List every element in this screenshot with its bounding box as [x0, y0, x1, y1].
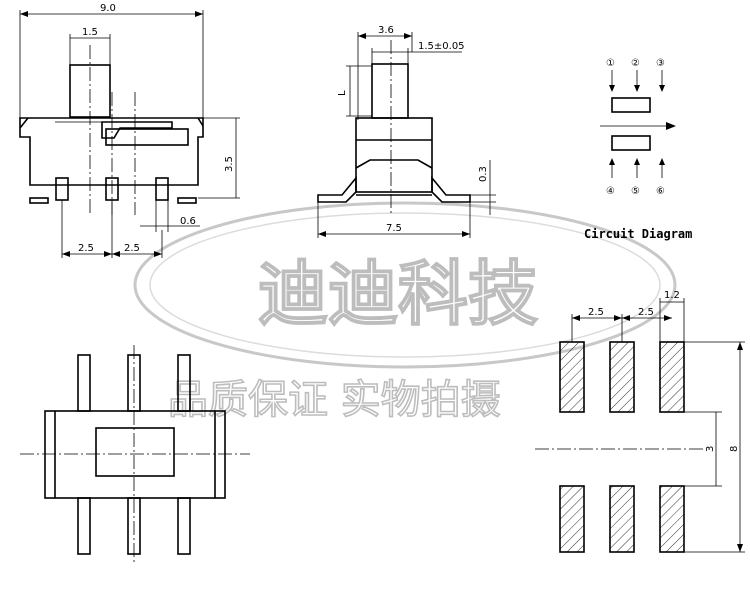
dim-foot-thickness: 0.3 — [478, 166, 489, 182]
dim-pitch-left: 2.5 — [78, 243, 94, 254]
pad-layout: 1.2 2.5 2.5 3 8 — [535, 290, 745, 553]
pin-1-label: ① — [606, 58, 615, 69]
dim-pad-pitch-right: 2.5 — [638, 307, 654, 318]
watermark: 迪迪科技 品质保证 实物拍摄 — [133, 201, 677, 424]
pad — [609, 485, 635, 553]
dim-pitch-right: 2.5 — [124, 243, 140, 254]
bottom-view — [20, 345, 250, 565]
circuit-caption: Circuit Diagram — [584, 227, 692, 241]
side-view: 9.0 1.5 3.5 0.6 — [19, 3, 240, 258]
pad — [609, 341, 635, 413]
dim-terminal-width: 0.6 — [180, 216, 196, 227]
dim-body-height: 3.5 — [224, 156, 235, 172]
dim-end-actuator-height: L — [337, 90, 348, 96]
dim-end-tolerance: 1.5±0.05 — [418, 41, 465, 52]
pad — [659, 341, 685, 413]
circuit-diagram: ① ② ③ ④ ⑤ ⑥ Circuit Diagram — [584, 58, 692, 241]
pad — [559, 485, 585, 553]
pin-2-label: ② — [631, 58, 640, 69]
watermark-ellipse-inner — [149, 212, 661, 358]
dim-pad-pitch-left: 2.5 — [588, 307, 604, 318]
watermark-brand: 迪迪科技 — [258, 253, 538, 335]
pin-5-label: ⑤ — [631, 186, 640, 197]
pad — [659, 485, 685, 553]
watermark-slogan: 品质保证 实物拍摄 — [168, 377, 501, 423]
contact-bottom — [611, 135, 651, 151]
pin-4-label: ④ — [606, 186, 615, 197]
dim-actuator-width: 1.5 — [82, 27, 98, 38]
end-view: 3.6 1.5±0.05 L 0.3 7.5 — [317, 25, 496, 238]
dim-foot-span: 7.5 — [386, 223, 402, 234]
dim-pad-width: 1.2 — [664, 290, 680, 301]
dim-overall-width: 9.0 — [100, 3, 116, 14]
dim-overall-height: 8 — [729, 446, 740, 452]
pin-3-label: ③ — [656, 58, 665, 69]
pad — [559, 341, 585, 413]
dim-end-actuator-width: 3.6 — [378, 25, 394, 36]
dim-row-offset: 3 — [705, 446, 716, 452]
watermark-ellipse — [133, 201, 677, 369]
contact-top — [611, 97, 651, 113]
pin-6-label: ⑥ — [656, 186, 665, 197]
